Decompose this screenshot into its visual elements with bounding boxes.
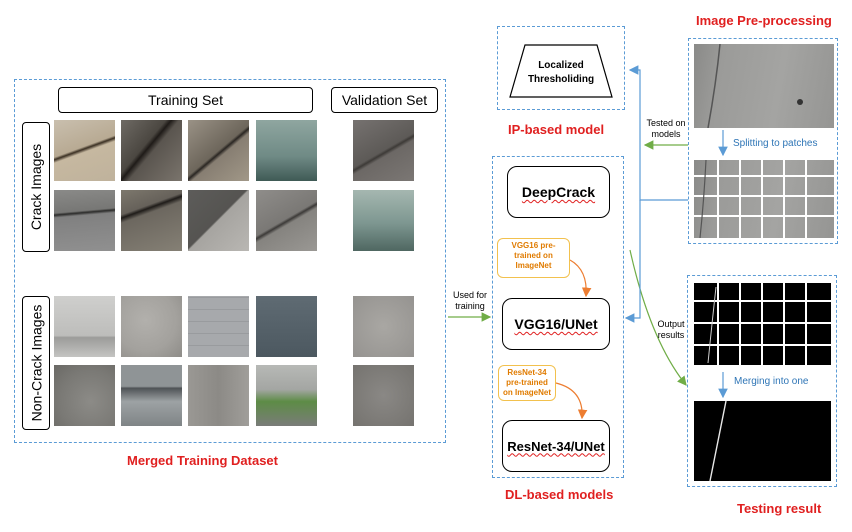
dl-models-title: DL-based models — [505, 487, 614, 502]
arrow-feed-ip — [628, 65, 688, 201]
vgg16-unet-box: VGG16/UNet — [502, 298, 610, 350]
localized-thresholding-shape — [509, 44, 613, 98]
crack-image-thumbnail — [188, 120, 249, 181]
training-set-header: Training Set — [58, 87, 313, 113]
crack-images-label: Crack Images — [22, 122, 50, 252]
non-crack-image-thumbnail — [256, 296, 317, 357]
resnet34-unet-box: ResNet-34/UNet — [502, 420, 610, 472]
non-crack-image-thumbnail — [121, 296, 182, 357]
non-crack-images-label: Non-Crack Images — [22, 296, 50, 430]
crack-image-thumbnail — [188, 190, 249, 251]
deepcrack-label: DeepCrack — [521, 184, 596, 200]
merging-into-one-label: Merging into one — [734, 376, 809, 387]
training-dataset-panel — [14, 79, 446, 443]
validation-set-header: Validation Set — [331, 87, 438, 113]
patch-grid-image — [694, 160, 834, 238]
non-crack-image-thumbnail — [54, 296, 115, 357]
validation-non-crack-thumbnail — [353, 365, 414, 426]
non-crack-image-thumbnail — [188, 365, 249, 426]
validation-crack-thumbnail — [353, 120, 414, 181]
arrow-feed-dl — [624, 200, 641, 323]
crack-line — [707, 44, 803, 128]
original-crack-image — [694, 44, 834, 128]
vgg16-unet-label: VGG16/UNet — [514, 316, 598, 332]
arrow-resnet-note — [555, 382, 588, 420]
arrow-output-results — [629, 249, 687, 386]
crack-image-thumbnail — [256, 120, 317, 181]
testing-result-panel — [687, 275, 837, 487]
training-set-label: Training Set — [148, 92, 223, 108]
testing-result-title: Testing result — [737, 501, 822, 516]
validation-non-crack-thumbnail — [353, 296, 414, 357]
non-crack-image-thumbnail — [54, 365, 115, 426]
crack-image-thumbnail — [121, 190, 182, 251]
dl-models-panel — [492, 156, 624, 478]
non-crack-image-thumbnail — [256, 365, 317, 426]
predicted-patches-image — [694, 283, 831, 365]
predicted-patch-grid — [694, 283, 831, 365]
non-crack-image-thumbnail — [121, 365, 182, 426]
non-crack-image-thumbnail — [188, 296, 249, 357]
merged-training-dataset-title: Merged Training Dataset — [127, 453, 278, 468]
patch-grid-lines — [694, 160, 834, 238]
crack-image-thumbnail — [54, 120, 115, 181]
validation-set-label: Validation Set — [341, 92, 428, 108]
splitting-to-patches-label: Splitting to patches — [733, 138, 818, 149]
crack-image-thumbnail — [256, 190, 317, 251]
validation-crack-thumbnail — [353, 190, 414, 251]
crack-image-thumbnail — [121, 120, 182, 181]
deepcrack-box: DeepCrack — [507, 166, 610, 218]
ip-model-panel — [497, 26, 625, 110]
final-crack-trace — [709, 401, 727, 481]
image-preprocessing-title: Image Pre-processing — [696, 13, 832, 28]
final-segmentation-image — [694, 401, 831, 481]
resnet34-unet-label: ResNet-34/UNet — [507, 438, 605, 454]
preprocessing-panel — [688, 38, 838, 244]
ip-model-title: IP-based model — [508, 122, 605, 137]
crack-image-thumbnail — [54, 190, 115, 251]
arrow-vgg-note — [569, 259, 592, 298]
